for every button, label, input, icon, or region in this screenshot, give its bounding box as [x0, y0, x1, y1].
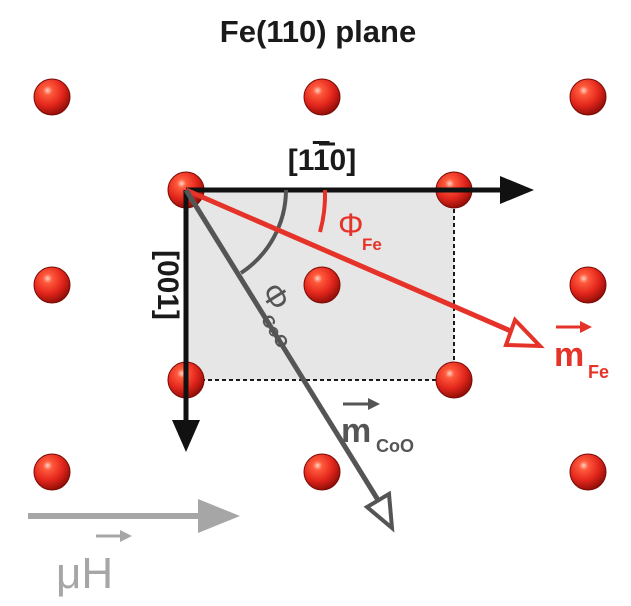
axis-1-10-arrow	[186, 176, 534, 204]
axis-1-10-label: [110]	[288, 144, 356, 177]
angle-arc-fe	[318, 189, 328, 233]
atom	[33, 78, 71, 116]
atom	[569, 266, 607, 304]
atom	[569, 453, 607, 491]
svg-text:mFe: mFe	[554, 336, 609, 382]
diagram-title: Fe(110) plane	[220, 14, 416, 49]
atom	[303, 453, 341, 491]
axis-001-label: [001]	[151, 250, 184, 320]
atom	[303, 266, 341, 304]
mu-h-label: μH	[56, 530, 132, 598]
field-arrow	[28, 499, 240, 533]
atom-lattice	[33, 78, 607, 491]
m-fe-vector	[185, 187, 545, 349]
atom	[303, 78, 341, 116]
angle-arc-coo	[239, 189, 288, 275]
axis-001-arrow	[172, 190, 200, 452]
atom	[569, 78, 607, 116]
m-coo-vector	[183, 188, 395, 533]
svg-text:μH: μH	[56, 549, 113, 598]
atom	[33, 453, 71, 491]
atom	[435, 361, 473, 399]
atom	[33, 266, 71, 304]
